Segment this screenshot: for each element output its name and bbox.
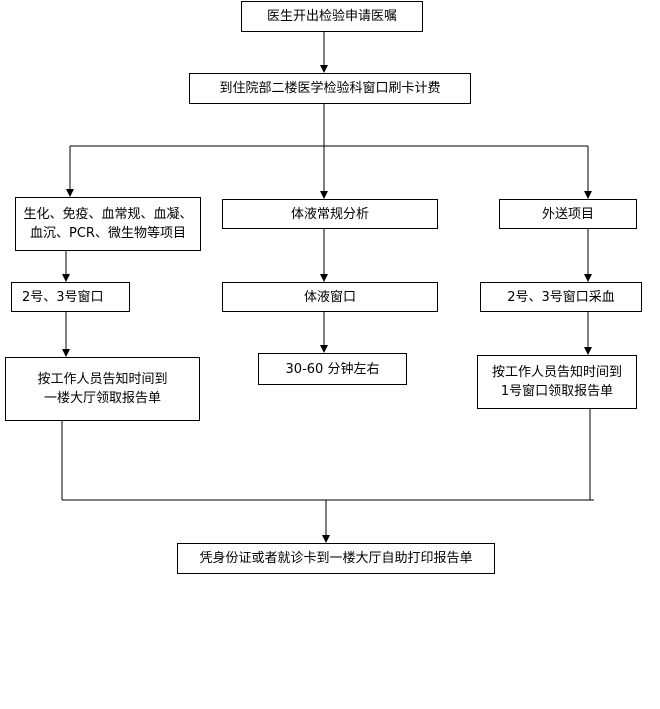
branch2-window-text: 体液窗口 [303, 289, 356, 305]
branch3-result-line2: 1号窗口领取报告单 [500, 384, 614, 399]
branch1-category-line2: 血沉、PCR、微生物等项目 [30, 226, 186, 241]
branch1-category-box: 生化、免疫、血常规、血凝、 血沉、PCR、微生物等项目 [15, 197, 201, 251]
branch1-category-line1: 生化、免疫、血常规、血凝、 [23, 207, 193, 222]
end-text: 凭身份证或者就诊卡到一楼大厅自助打印报告单 [199, 551, 473, 566]
branch3-window-text: 2号、3号窗口采血 [507, 289, 615, 305]
branch1-result-box: 按工作人员告知时间到 一楼大厅领取报告单 [5, 357, 200, 421]
branch3-category-box: 外送项目 [499, 199, 637, 229]
branch1-window-text: 2号、3号窗口 [22, 289, 104, 305]
start-box: 医生开出检验申请医嘱 [241, 1, 423, 32]
branch2-window-box: 体液窗口 [222, 282, 438, 312]
branch2-category-text: 体液常规分析 [290, 206, 369, 222]
branch2-result-box: 30-60 分钟左右 [258, 353, 407, 385]
branch3-category-text: 外送项目 [541, 206, 594, 222]
payment-text: 到住院部二楼医学检验科窗口刷卡计费 [219, 81, 441, 96]
payment-box: 到住院部二楼医学检验科窗口刷卡计费 [189, 73, 471, 104]
branch3-window-box: 2号、3号窗口采血 [480, 282, 642, 312]
start-text: 医生开出检验申请医嘱 [266, 9, 397, 24]
end-box: 凭身份证或者就诊卡到一楼大厅自助打印报告单 [177, 543, 495, 574]
branch1-window-box: 2号、3号窗口 [11, 282, 130, 312]
branch2-category-box: 体液常规分析 [222, 199, 438, 229]
branch3-result-line1: 按工作人员告知时间到 [491, 365, 622, 380]
branch1-result-line1: 按工作人员告知时间到 [37, 372, 168, 387]
branch2-result-text: 30-60 分钟左右 [285, 361, 380, 377]
branch1-result-line2: 一楼大厅领取报告单 [43, 391, 161, 406]
branch3-result-box: 按工作人员告知时间到 1号窗口领取报告单 [477, 355, 637, 409]
